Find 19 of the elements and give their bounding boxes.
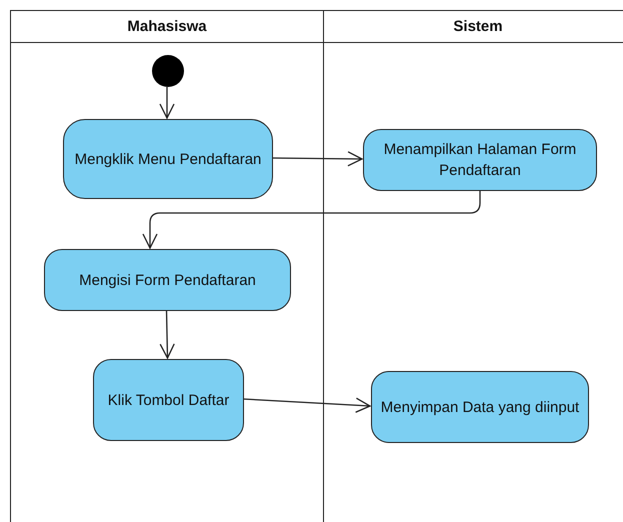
action-node xyxy=(93,359,244,441)
action-node xyxy=(363,129,597,191)
arrow xyxy=(159,86,175,119)
arrow xyxy=(142,190,481,249)
action-node xyxy=(44,249,291,311)
arrow xyxy=(160,310,175,359)
arrow xyxy=(272,151,363,166)
action-node xyxy=(63,119,273,199)
action-label: Mengisi Form Pendaftaran xyxy=(79,270,256,290)
lane-header: Mahasiswa xyxy=(11,11,323,43)
lane-header: Sistem xyxy=(324,11,623,43)
action-label: Menampilkan Halaman Form Pendaftaran xyxy=(382,140,578,181)
action-label: Mengklik Menu Pendaftaran xyxy=(74,150,262,170)
initial-node xyxy=(152,55,184,87)
action-label: Menyimpan Data yang diinput xyxy=(380,398,580,418)
action-label: Klik Tombol Daftar xyxy=(108,390,230,410)
arrow xyxy=(242,398,371,413)
action-node xyxy=(371,371,589,443)
swimlane xyxy=(10,10,324,522)
